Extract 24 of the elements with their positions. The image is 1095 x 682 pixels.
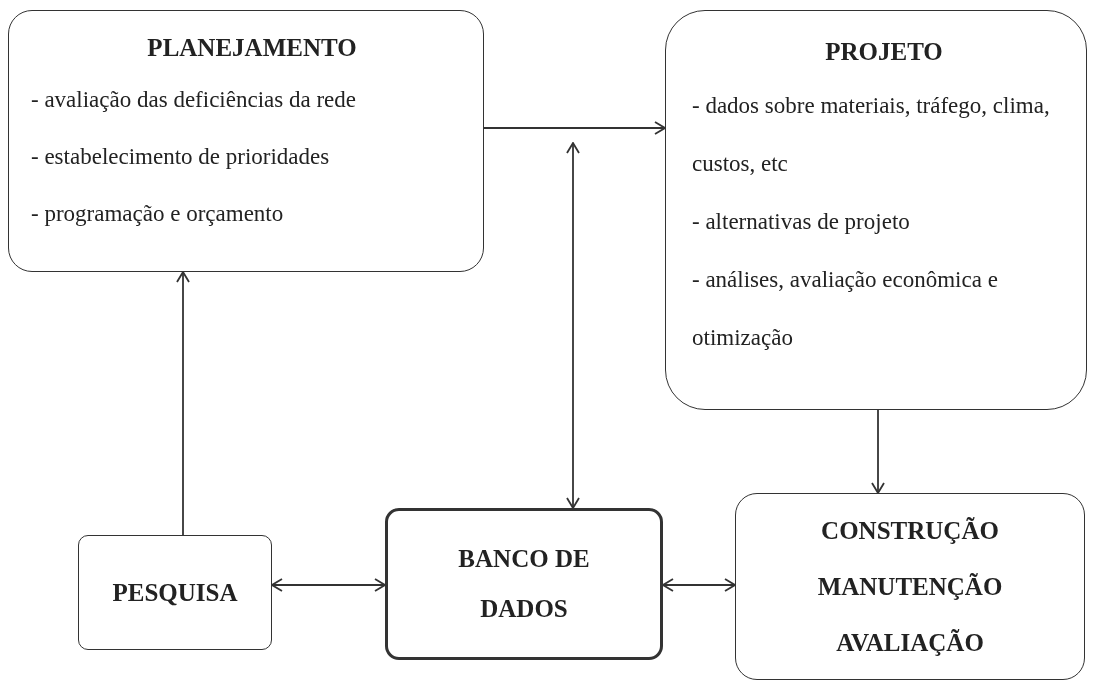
arrow <box>662 578 736 592</box>
arrow <box>176 271 190 536</box>
arrow <box>871 409 885 494</box>
box-text: - alternativas de projeto <box>692 208 911 236</box>
box-heading: BANCO DE DADOS <box>457 544 591 624</box>
arrow <box>271 578 386 592</box>
process-box <box>385 508 663 660</box>
process-box <box>78 535 272 650</box>
box-heading: CONSTRUÇÃO <box>821 515 999 546</box>
process-box <box>735 493 1085 680</box>
box-heading: AVALIAÇÃO <box>836 627 984 658</box>
process-box <box>8 10 484 272</box>
box-heading: PESQUISA <box>112 577 238 608</box>
box-text: - dados sobre materiais, tráfego, clima, custos, etc <box>692 92 1051 178</box>
box-text: - programação e orçamento <box>31 200 285 228</box>
box-heading: PROJETO <box>824 37 944 67</box>
box-heading: PLANEJAMENTO <box>146 33 358 63</box>
box-text: - avaliação das deficiências da rede <box>31 86 357 114</box>
arrow <box>483 121 666 135</box>
box-text: - estabelecimento de prioridades <box>31 143 331 171</box>
box-text: - análises, avaliação econômica e otimização <box>692 266 999 352</box>
process-box <box>665 10 1087 410</box>
arrow <box>566 142 580 509</box>
box-heading: MANUTENÇÃO <box>817 571 1003 602</box>
